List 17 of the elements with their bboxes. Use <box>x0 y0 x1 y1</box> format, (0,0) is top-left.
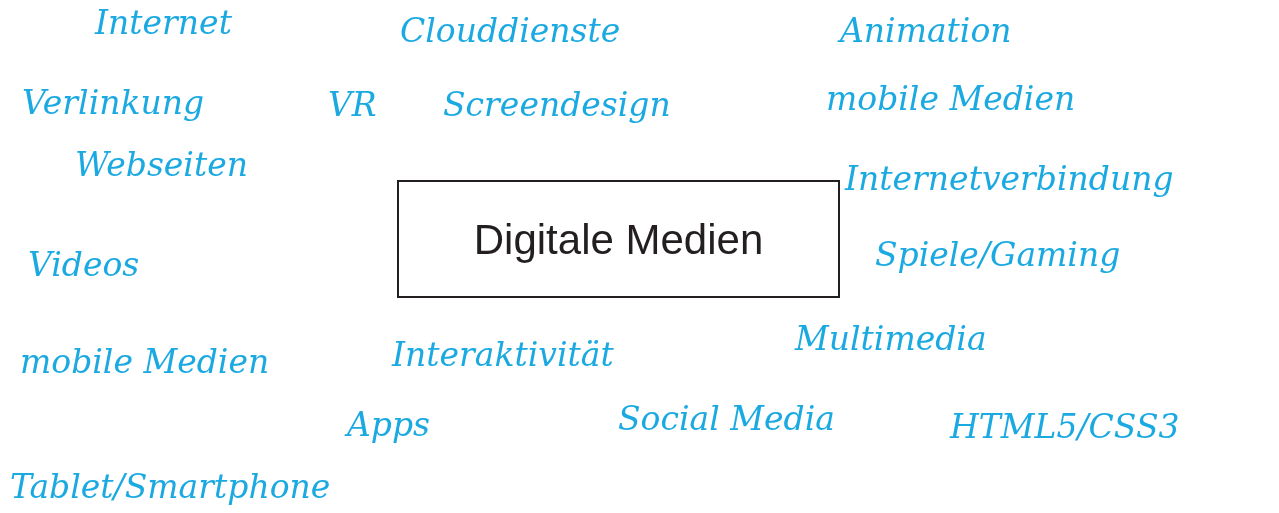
keyword-label: Videos <box>28 248 140 281</box>
keyword-label: Screendesign <box>443 88 671 121</box>
keyword-label: Webseiten <box>75 148 248 181</box>
keyword-label: Tablet/Smartphone <box>10 470 331 503</box>
keyword-label: HTML5/CSS3 <box>950 410 1180 443</box>
keyword-label: Clouddienste <box>400 14 621 47</box>
keyword-label: Verlinkung <box>22 86 205 119</box>
keyword-label: Spiele/Gaming <box>875 238 1121 271</box>
keyword-label: Interaktivität <box>392 338 614 371</box>
title-box: Digitale Medien <box>397 180 840 298</box>
keyword-label: Internet <box>95 6 232 39</box>
keyword-label: Internetverbindung <box>845 162 1174 195</box>
keyword-label: mobile Medien <box>20 345 270 378</box>
keyword-label: VR <box>328 88 377 121</box>
keyword-label: Multimedia <box>795 322 987 355</box>
keyword-label: Social Media <box>618 402 835 435</box>
keyword-label: mobile Medien <box>826 82 1076 115</box>
